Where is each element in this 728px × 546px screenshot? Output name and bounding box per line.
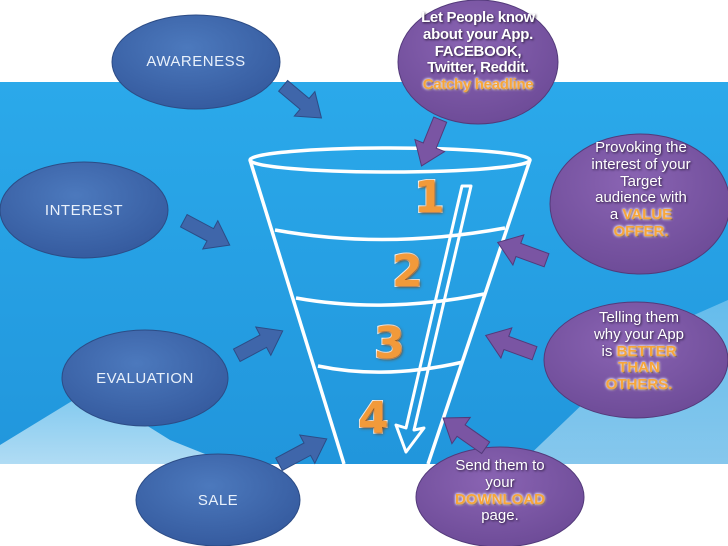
- sale-ellipse: [135, 453, 301, 546]
- evaluation-arrow: [232, 326, 284, 363]
- evaluation-label: EVALUATION: [96, 370, 194, 387]
- interest-highlight: OFFER.: [613, 222, 669, 240]
- evaluation-callout-text: Telling them why your App is BETTER THAN…: [566, 309, 712, 394]
- funnel: [248, 146, 532, 465]
- evaluation-highlight: OTHERS.: [605, 376, 673, 394]
- sale-arrow: [275, 434, 328, 472]
- funnel-number-3: 3: [373, 317, 406, 370]
- interest-callout-text: Provoking the interest of your Target au…: [568, 139, 714, 241]
- funnel-number-2: 2: [391, 245, 424, 298]
- callout-line: FACEBOOK,: [434, 42, 522, 60]
- callout-line: Let People know: [421, 9, 535, 26]
- evaluation-callout-ellipse: [543, 301, 728, 419]
- interest-arrow: [179, 213, 231, 250]
- callout-prefix: is: [601, 342, 617, 360]
- funnel-number-1: 1: [413, 171, 446, 224]
- callout-line: Send them to: [455, 457, 545, 474]
- interest-label: INTEREST: [44, 202, 124, 219]
- callout-line: Provoking the: [595, 139, 687, 156]
- awareness-callout-ellipse: [397, 0, 559, 125]
- evaluation-callout-arrow: [484, 327, 538, 361]
- funnel-divider-2: [295, 292, 485, 307]
- awareness-label: AWARENESS: [146, 53, 246, 70]
- callout-line: Target: [620, 172, 662, 190]
- callout-prefix: a: [609, 206, 623, 224]
- callout-line: about your App.: [423, 25, 533, 43]
- awareness-callout-arrow: [414, 116, 448, 167]
- callout-line: page.: [481, 507, 519, 525]
- awareness-ellipse: [111, 14, 281, 110]
- callout-line: a VALUE: [568, 206, 714, 224]
- sale-callout-ellipse: [415, 446, 585, 546]
- funnel-divider-3: [317, 360, 464, 374]
- evaluation-ellipse: [61, 329, 229, 427]
- funnel-flow-arrow: [394, 184, 473, 454]
- funnel-right-edge: [426, 159, 532, 465]
- interest-ellipse: [0, 161, 169, 259]
- interest-callout-ellipse: [549, 133, 728, 275]
- funnel-number-4: 4: [357, 392, 390, 445]
- awareness-callout-text: Let People know about your App. FACEBOOK…: [408, 9, 548, 94]
- funnel-left-edge: [248, 159, 346, 465]
- sale-callout-arrow: [442, 416, 491, 455]
- interest-highlight: VALUE: [622, 206, 673, 224]
- callout-line: interest of your: [591, 155, 691, 173]
- sale-highlight: DOWNLOAD: [455, 490, 545, 508]
- callout-line: is BETTER: [566, 342, 712, 361]
- awareness-highlight: Catchy headline: [422, 76, 534, 94]
- sale-label: SALE: [197, 492, 239, 509]
- callout-line: audience with: [595, 189, 687, 207]
- callout-line: your: [485, 473, 515, 491]
- sale-callout-text: Send them to your DOWNLOAD page.: [430, 457, 570, 525]
- interest-callout-arrow: [496, 234, 550, 268]
- evaluation-highlight: BETTER: [616, 342, 677, 360]
- callout-line: Twitter, Reddit.: [427, 59, 529, 77]
- callout-line: Telling them: [598, 309, 680, 326]
- funnel-divider-1: [274, 226, 506, 242]
- evaluation-highlight: THAN: [618, 359, 660, 377]
- awareness-arrow: [277, 79, 323, 119]
- callout-line: why your App: [593, 325, 685, 343]
- mountain-left: [0, 390, 230, 464]
